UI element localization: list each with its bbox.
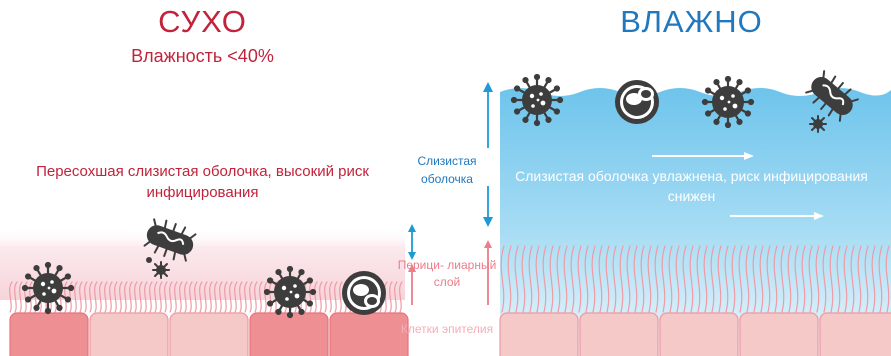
- epithelial-cell: [10, 313, 88, 356]
- dry-panel: [0, 216, 408, 356]
- epithelial-cell: [170, 313, 248, 356]
- virus-small-icon: [810, 116, 826, 132]
- epithelial-cell: [820, 313, 891, 356]
- arrow-head-icon: [408, 224, 416, 232]
- epithelial-cell: [90, 313, 168, 356]
- epithelial-cell: [580, 313, 658, 356]
- cell-virus-icon: [342, 271, 386, 315]
- dry-epithelium: [10, 313, 408, 356]
- wet-panel: [500, 68, 891, 356]
- arrow-head-icon: [483, 82, 493, 92]
- wet-epithelium: [500, 313, 891, 356]
- arrow-head-icon: [484, 240, 492, 248]
- wet-description: Слизистая оболочка увлажнена, риск инфиц…: [492, 166, 891, 206]
- cell-virus-icon: [615, 80, 659, 124]
- dry-title: СУХО: [0, 4, 405, 40]
- label-epithelium: Клетки эпителия: [397, 321, 497, 338]
- epithelial-cell: [740, 313, 818, 356]
- virus-small-icon: [153, 262, 169, 278]
- virus-small-icon: [146, 257, 152, 263]
- epithelial-cell: [500, 313, 578, 356]
- humidity-value: Влажность <40%: [0, 46, 405, 67]
- label-periciliary: Перици- лиарный слой: [397, 257, 497, 291]
- dry-description: Пересохшая слизистая оболочка, высокий р…: [0, 161, 405, 203]
- wet-title: ВЛАЖНО: [492, 4, 891, 40]
- epithelial-cell: [250, 313, 328, 356]
- label-mucus: Слизистая оболочка: [397, 152, 497, 188]
- arrow-head-icon: [483, 217, 493, 227]
- epithelial-cell: [660, 313, 738, 356]
